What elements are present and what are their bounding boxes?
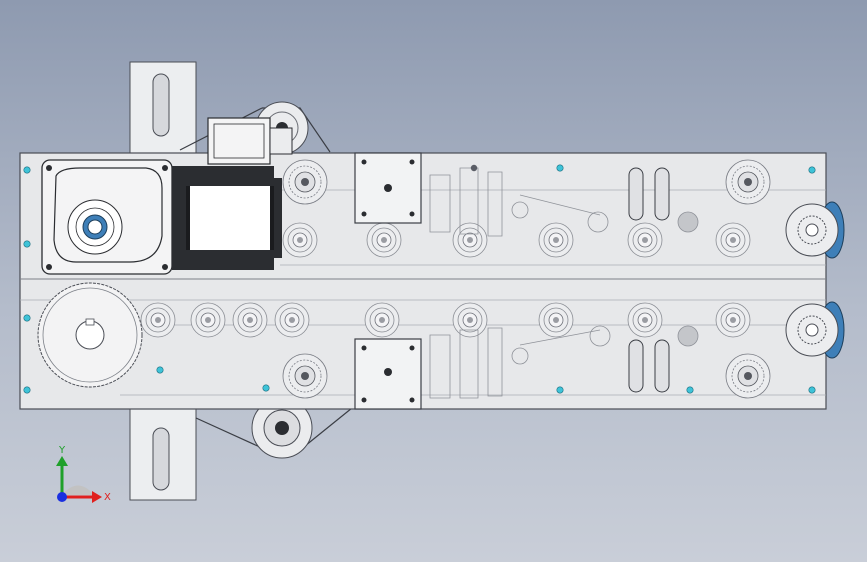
upper-bearing-block <box>354 152 422 224</box>
x-axis-label: X <box>104 492 111 503</box>
guide-slots <box>628 167 670 393</box>
drive-motor <box>172 166 282 270</box>
lower-bearing-block <box>354 338 422 410</box>
gearbox <box>41 159 173 275</box>
y-axis-label: Y <box>58 445 66 456</box>
coordinate-triad-icon: Y X <box>56 445 111 503</box>
right-end-rollers <box>785 201 845 359</box>
chain-detail <box>429 167 699 399</box>
terminal-box <box>207 117 293 165</box>
large-gear <box>37 282 143 388</box>
mounting-holes <box>23 164 816 394</box>
